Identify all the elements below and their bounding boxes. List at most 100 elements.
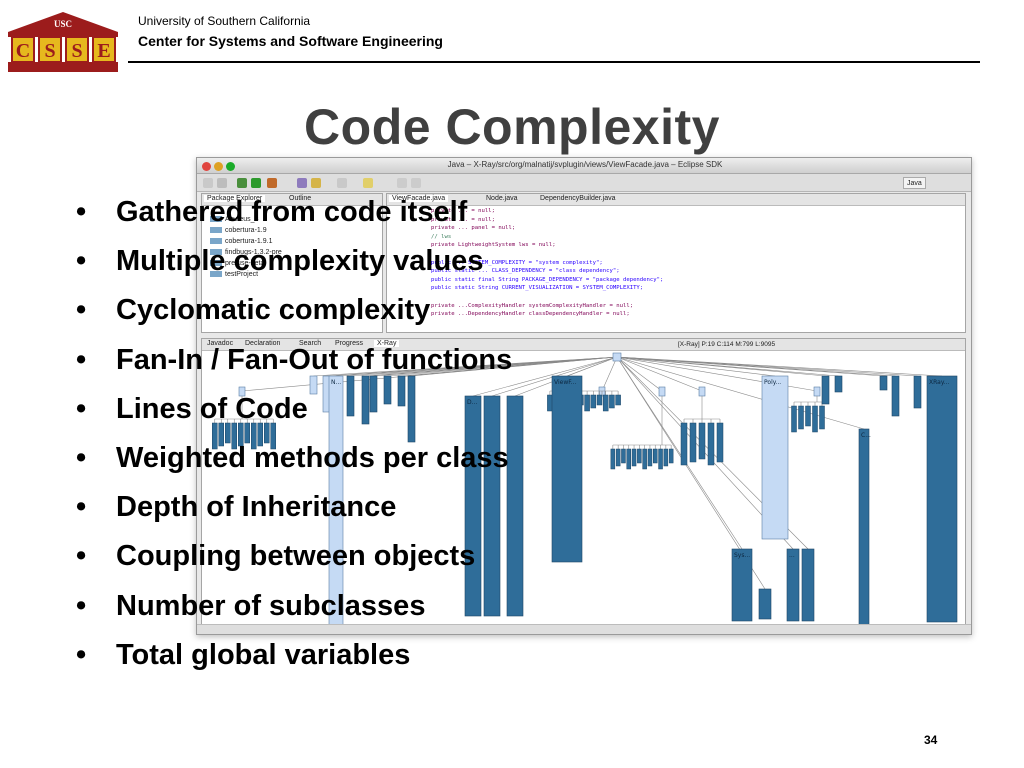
class-node: [813, 386, 821, 397]
class-node: [698, 422, 706, 460]
class-node: [231, 422, 237, 450]
slide-title: Code Complexity: [304, 99, 720, 155]
class-node: [834, 375, 843, 393]
window-title: Java – X-Ray/src/org/malnatij/svplugin/v…: [447, 160, 723, 169]
logo-letter: S: [71, 40, 82, 62]
class-node: [609, 394, 615, 409]
tab-declaration: Declaration: [245, 340, 281, 347]
class-node: [218, 422, 224, 447]
class-node: [663, 448, 669, 467]
package-explorer-tabs: Package Explorer Outline: [202, 194, 382, 206]
class-node: [858, 428, 870, 630]
class-node: [637, 448, 642, 464]
class-node: [251, 422, 257, 450]
class-node: [716, 422, 724, 463]
tab-package-explorer: Package Explorer: [204, 195, 266, 202]
class-node: [731, 548, 753, 622]
editor-tabs: ViewFacade.java Node.java DependencyBuil…: [387, 194, 965, 206]
class-node: [913, 375, 922, 409]
forward-icon: [411, 178, 421, 188]
new-class-icon: [297, 178, 307, 188]
class-node: [615, 448, 621, 467]
bullet-item: •Fan-In / Fan-Out of functions: [76, 338, 512, 387]
bullet-item: •Multiple complexity values: [76, 239, 512, 288]
class-node: [397, 375, 406, 407]
tree-item: cobertura-1.9: [210, 227, 267, 234]
class-node: [212, 422, 218, 450]
class-node: [758, 588, 772, 620]
class-node: [658, 386, 666, 397]
class-node: [658, 448, 663, 470]
class-node: [270, 422, 276, 450]
class-node: [698, 386, 706, 397]
class-node: [257, 422, 263, 447]
bullet-dot: •: [76, 196, 87, 228]
class-node: [821, 375, 830, 405]
tab-search: Search: [299, 340, 322, 347]
bullet-item: •Lines of Code: [76, 387, 512, 436]
class-node: [621, 448, 626, 464]
tab-viewfacade: ViewFacade.java: [389, 195, 449, 202]
eclipse-statusbar: [197, 624, 971, 634]
root-node: [612, 352, 622, 362]
class-node: [483, 395, 501, 617]
header-rule: [128, 61, 980, 63]
class-node: [653, 448, 658, 464]
center-name: Center for Systems and Software Engineer…: [138, 33, 443, 49]
class-node: [891, 375, 900, 417]
bullet-item: •Cyclomatic complexity: [76, 288, 512, 337]
class-node: [361, 375, 370, 425]
graph-edge: [616, 356, 943, 377]
tab-xray: X-Ray: [374, 340, 400, 347]
bullet-item: •Number of subclasses: [76, 584, 512, 633]
code-line: private ...DependencyHandler classDepend…: [431, 311, 630, 318]
zoom-icon: [226, 162, 235, 171]
logo-roof: [8, 12, 118, 32]
bullet-dot: •: [76, 589, 87, 622]
class-node-label: C...: [861, 432, 871, 439]
class-node-label: ViewF...: [554, 379, 577, 386]
bullet-dot: •: [76, 441, 87, 474]
class-node: [309, 375, 318, 395]
annotation-icon: [363, 178, 373, 188]
class-node: [584, 394, 590, 412]
class-node-label: XRay...: [929, 379, 949, 386]
class-node: [346, 375, 355, 417]
minimize-icon: [214, 162, 223, 171]
open-type-icon: [311, 178, 321, 188]
tab-dependency-builder: DependencyBuilder.java: [540, 195, 616, 202]
tab-javadoc: Javadoc: [207, 340, 234, 347]
class-node: [707, 422, 715, 466]
logo-entablature: [8, 32, 118, 37]
tab-outline: Outline: [289, 195, 312, 202]
tree-item: testProject: [210, 271, 258, 278]
tree-item: prefuse-beta: [210, 260, 264, 267]
class-node: [819, 405, 825, 430]
code-line: private ... = null;: [431, 216, 495, 223]
class-node: [244, 422, 250, 444]
class-cluster: [610, 386, 674, 470]
class-node: [596, 394, 603, 406]
xray-status: [X-Ray] P:19 C:114 M:799 L:9095: [678, 341, 776, 348]
logo-letter: S: [44, 40, 55, 62]
class-node: [264, 422, 270, 444]
logo-letter: C: [16, 40, 30, 62]
save-icon: [217, 178, 227, 188]
eclipse-screenshot: Java – X-Ray/src/org/malnatij/svplugin/v…: [196, 157, 972, 635]
java-editor: ViewFacade.java Node.java DependencyBuil…: [386, 193, 966, 333]
graph-edge: [472, 356, 618, 397]
university-name: University of Southern California: [138, 14, 311, 28]
class-node-label: ...: [789, 552, 795, 559]
search-icon: [337, 178, 347, 188]
class-node: [225, 422, 231, 444]
bullet-dot: •: [76, 294, 87, 327]
eclipse-toolbar: Java: [197, 174, 971, 192]
graph-edge: [241, 356, 618, 392]
class-node: [642, 448, 647, 470]
bullet-item: •Weighted methods per class: [76, 436, 512, 485]
class-node: [602, 394, 609, 412]
class-node: [383, 375, 392, 405]
system-complexity-graph: N...D...ViewF...Poly...C...XRay...Sys...…: [212, 352, 958, 630]
graph-edge: [616, 356, 743, 550]
